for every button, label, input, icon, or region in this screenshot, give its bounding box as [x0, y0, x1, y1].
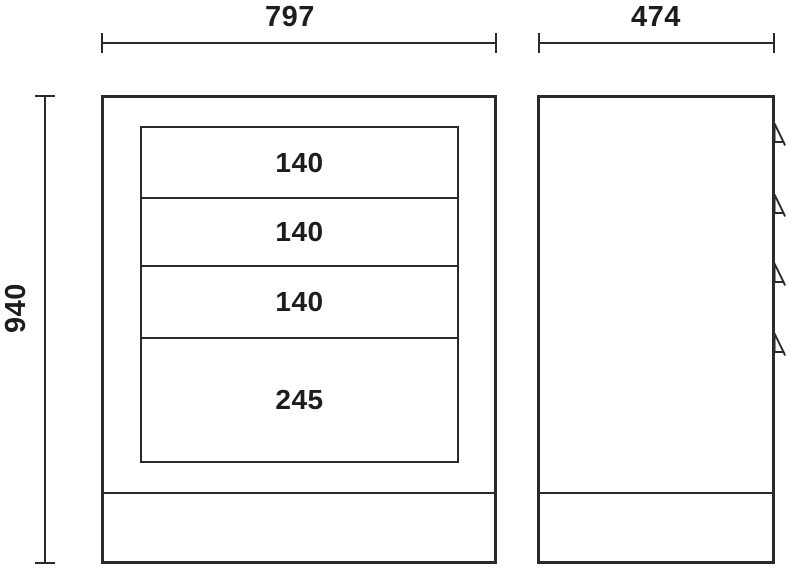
drawer-height-label: 245 [275, 384, 324, 415]
side-depth-label: 474 [631, 1, 681, 33]
front-view-outline [101, 95, 497, 564]
drawer-handle-icon [773, 263, 787, 286]
drawer-handle-icon [773, 333, 787, 356]
drawer-height-label: 140 [275, 146, 324, 178]
drawer-handle-icon [773, 194, 787, 217]
side-depth-dimension-line [538, 42, 775, 44]
height-label: 940 [0, 283, 32, 333]
height-dimension-line [44, 95, 46, 564]
dimension-tick-icon [495, 33, 497, 53]
front-view-base-line [104, 492, 494, 494]
side-view-outline [537, 95, 775, 564]
dimension-tick-icon [101, 33, 103, 53]
drawer-row: 245 [142, 337, 457, 461]
drawer-handle-icon [773, 123, 787, 146]
dimension-tick-icon [35, 95, 55, 97]
drawer-height-label: 140 [275, 216, 324, 247]
front-width-dimension-line [101, 42, 497, 44]
dimension-tick-icon [773, 33, 775, 53]
front-width-label: 797 [265, 1, 315, 33]
drawer-row: 140 [142, 197, 457, 265]
drawer-height-label: 140 [275, 286, 324, 317]
drawer-row: 140 [142, 128, 457, 197]
drawer-panel: 140 140 140 245 [140, 126, 459, 463]
drawer-row: 140 [142, 265, 457, 337]
dimension-tick-icon [35, 562, 55, 564]
side-view-base-line [540, 492, 772, 494]
dimension-tick-icon [538, 33, 540, 53]
